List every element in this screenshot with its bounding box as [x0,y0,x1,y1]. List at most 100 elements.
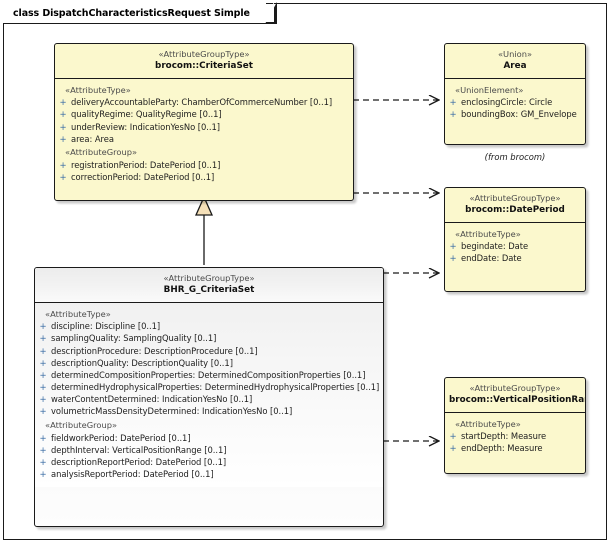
attribute-row[interactable]: + endDate: Date [445,253,585,265]
attribute-row[interactable]: + descriptionQuality: DescriptionQuality… [35,357,383,369]
class-header-area: «Union» Area [445,44,585,79]
attribute-text: analysisReportPeriod: DatePeriod [0..1] [51,469,214,480]
attribute-group-label: «UnionElement» [455,84,524,95]
attribute-group-label: «AttributeType» [455,228,521,239]
package-origin-note-area: (from brocom) [484,152,546,162]
visibility-marker: + [59,134,67,145]
attribute-text: determinedCompositionProperties: Determi… [51,369,366,380]
visibility-marker: + [449,242,457,253]
class-body-bhr-g-criteriaset: «AttributeType» + discipline: Discipline… [35,302,383,487]
class-stereotype: «AttributeGroupType» [469,193,561,203]
class-box-area[interactable]: «Union» Area «UnionElement» + enclosingC… [444,43,586,145]
attribute-row[interactable]: + correctionPeriod: DatePeriod [0..1] [55,171,353,183]
attribute-row[interactable]: + depthInterval: VerticalPositionRange [… [35,444,383,456]
attribute-text: begindate: Date [461,241,529,252]
visibility-marker: + [39,322,47,333]
attribute-text: registrationPeriod: DatePeriod [0..1] [71,159,221,170]
class-name: BHR_G_CriteriaSet [163,284,255,295]
class-stereotype: «AttributeGroupType» [163,273,255,283]
diagram-title-tab: class DispatchCharacteristicsRequest Sim… [3,2,277,24]
class-name: brocom::CriteriaSet [155,60,253,71]
visibility-marker: + [39,458,47,469]
visibility-marker: + [39,445,47,456]
attribute-text: samplingQuality: SamplingQuality [0..1] [51,333,217,344]
diagram-frame: «AttributeGroupType» brocom::CriteriaSet… [3,3,607,540]
attribute-text: fieldworkPeriod: DatePeriod [0..1] [51,432,191,443]
attribute-text: depthInterval: VerticalPositionRange [0.… [51,444,227,455]
visibility-marker: + [39,470,47,481]
visibility-marker: + [449,110,457,121]
attribute-group-label: «AttributeType» [65,84,131,95]
class-body-criteriaset: «AttributeType» + deliveryAccountablePar… [55,79,353,190]
attribute-row[interactable]: + registrationPeriod: DatePeriod [0..1] [55,159,353,171]
class-header-dateperiod: «AttributeGroupType» brocom::DatePeriod [445,188,585,223]
attribute-text: enclosingCircle: Circle [461,97,553,108]
class-name: brocom::DatePeriod [465,204,565,215]
visibility-marker: + [59,160,67,171]
connector-generalization-bhr-to-criteriaset [194,195,214,265]
attribute-row[interactable]: + volumetricMassDensityDetermined: Indic… [35,406,383,418]
class-body-area: «UnionElement» + enclosingCircle: Circle… [445,79,585,127]
class-box-verticalpositionrange[interactable]: «AttributeGroupType» brocom::VerticalPos… [444,377,586,474]
attribute-row[interactable]: + waterContentDetermined: IndicationYesN… [35,394,383,406]
attribute-group-label: «AttributeType» [45,308,111,319]
attribute-row[interactable]: + deliveryAccountableParty: ChamberOfCom… [55,97,353,109]
attribute-row[interactable]: + begindate: Date [445,241,585,253]
visibility-marker: + [449,98,457,109]
class-header-criteriaset: «AttributeGroupType» brocom::CriteriaSet [55,44,353,79]
attribute-text: qualityRegime: QualityRegime [0..1] [71,109,222,120]
attribute-row[interactable]: + descriptionReportPeriod: DatePeriod [0… [35,456,383,468]
attribute-row[interactable]: + samplingQuality: SamplingQuality [0..1… [35,333,383,345]
attribute-row[interactable]: + determinedCompositionProperties: Deter… [35,369,383,381]
class-box-dateperiod[interactable]: «AttributeGroupType» brocom::DatePeriod … [444,187,586,292]
visibility-marker: + [39,433,47,444]
attribute-text: boundingBox: GM_Envelope [461,109,577,120]
visibility-marker: + [39,407,47,418]
attribute-row[interactable]: + analysisReportPeriod: DatePeriod [0..1… [35,469,383,481]
visibility-marker: + [39,334,47,345]
attribute-text: determinedHydrophysicalProperties: Deter… [51,382,380,393]
attribute-text: descriptionQuality: DescriptionQuality [… [51,357,233,368]
attribute-row[interactable]: + endDepth: Measure [445,443,585,455]
attribute-text: descriptionReportPeriod: DatePeriod [0..… [51,457,227,468]
class-body-verticalpositionrange: «AttributeType» + startDepth: Measure + … [445,413,585,461]
class-name: brocom::VerticalPositionRange [449,394,585,405]
attribute-text: area: Area [71,133,114,144]
attribute-text: underReview: IndicationYesNo [0..1] [71,121,220,132]
diagram-title: class DispatchCharacteristicsRequest Sim… [13,7,250,19]
class-box-criteriaset[interactable]: «AttributeGroupType» brocom::CriteriaSet… [54,43,354,201]
visibility-marker: + [59,110,67,121]
visibility-marker: + [59,173,67,184]
attribute-row[interactable]: + area: Area [55,133,353,145]
visibility-marker: + [59,122,67,133]
class-name: Area [503,60,527,71]
attribute-row[interactable]: + discipline: Discipline [0..1] [35,321,383,333]
visibility-marker: + [39,346,47,357]
attribute-group-label: «AttributeType» [455,418,521,429]
attribute-row[interactable]: + qualityRegime: QualityRegime [0..1] [55,109,353,121]
visibility-marker: + [39,395,47,406]
attribute-text: deliveryAccountableParty: ChamberOfComme… [71,97,333,108]
attribute-group-label: «AttributeGroup» [65,147,138,158]
class-header-verticalpositionrange: «AttributeGroupType» brocom::VerticalPos… [445,378,585,413]
attribute-text: waterContentDetermined: IndicationYesNo … [51,394,253,405]
class-body-dateperiod: «AttributeType» + begindate: Date + endD… [445,223,585,271]
class-stereotype: «AttributeGroupType» [158,49,250,59]
attribute-text: startDepth: Measure [461,431,547,442]
visibility-marker: + [449,254,457,265]
attribute-row[interactable]: + underReview: IndicationYesNo [0..1] [55,121,353,133]
visibility-marker: + [59,98,67,109]
attribute-row[interactable]: + startDepth: Measure [445,431,585,443]
attribute-row[interactable]: + enclosingCircle: Circle [445,97,585,109]
attribute-row[interactable]: + descriptionProcedure: DescriptionProce… [35,345,383,357]
visibility-marker: + [39,383,47,394]
class-stereotype: «Union» [497,49,533,59]
attribute-row[interactable]: + boundingBox: GM_Envelope [445,109,585,121]
class-box-bhr-g-criteriaset[interactable]: «AttributeGroupType» BHR_G_CriteriaSet «… [34,267,384,527]
attribute-text: volumetricMassDensityDetermined: Indicat… [51,406,293,417]
attribute-row[interactable]: + determinedHydrophysicalProperties: Det… [35,381,383,393]
attribute-text: endDate: Date [461,253,522,264]
attribute-text: descriptionProcedure: DescriptionProcedu… [51,345,258,356]
attribute-group-label: «AttributeGroup» [45,420,118,431]
attribute-row[interactable]: + fieldworkPeriod: DatePeriod [0..1] [35,432,383,444]
